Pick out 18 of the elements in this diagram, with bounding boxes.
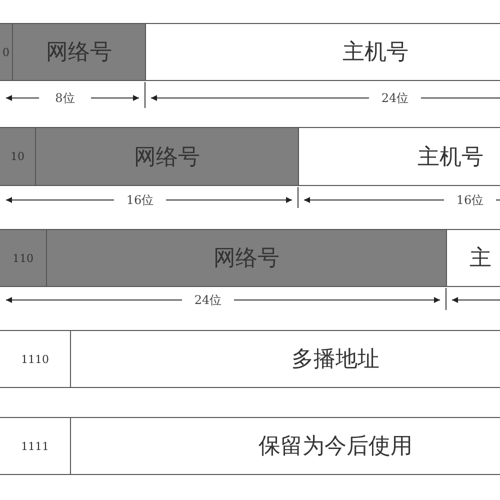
multicast-segment: 多播地址 — [70, 330, 500, 388]
class-bits-segment: 1110 — [0, 330, 70, 388]
dimension-label: 16位 — [456, 193, 484, 207]
host-id-segment: 主 — [446, 229, 500, 287]
reserved-segment: 保留为今后使用 — [70, 417, 500, 475]
host-id-segment: 主机号 — [145, 23, 500, 81]
dimension-label: 8位 — [55, 91, 75, 105]
class-bits-segment: 110 — [0, 229, 46, 287]
dimension-label: 24位 — [381, 91, 409, 105]
class-bits-segment: 10 — [0, 127, 35, 186]
dimension-label: 16位 — [126, 193, 154, 207]
class-bits-segment: 0 — [0, 23, 12, 81]
dimension-label: 24位 — [194, 293, 222, 307]
network-id-segment: 网络号 — [46, 229, 446, 287]
class-bits-segment: 1111 — [0, 417, 70, 475]
network-id-segment: 网络号 — [12, 23, 145, 81]
host-id-segment: 主机号 — [298, 127, 500, 186]
network-id-segment: 网络号 — [35, 127, 298, 186]
